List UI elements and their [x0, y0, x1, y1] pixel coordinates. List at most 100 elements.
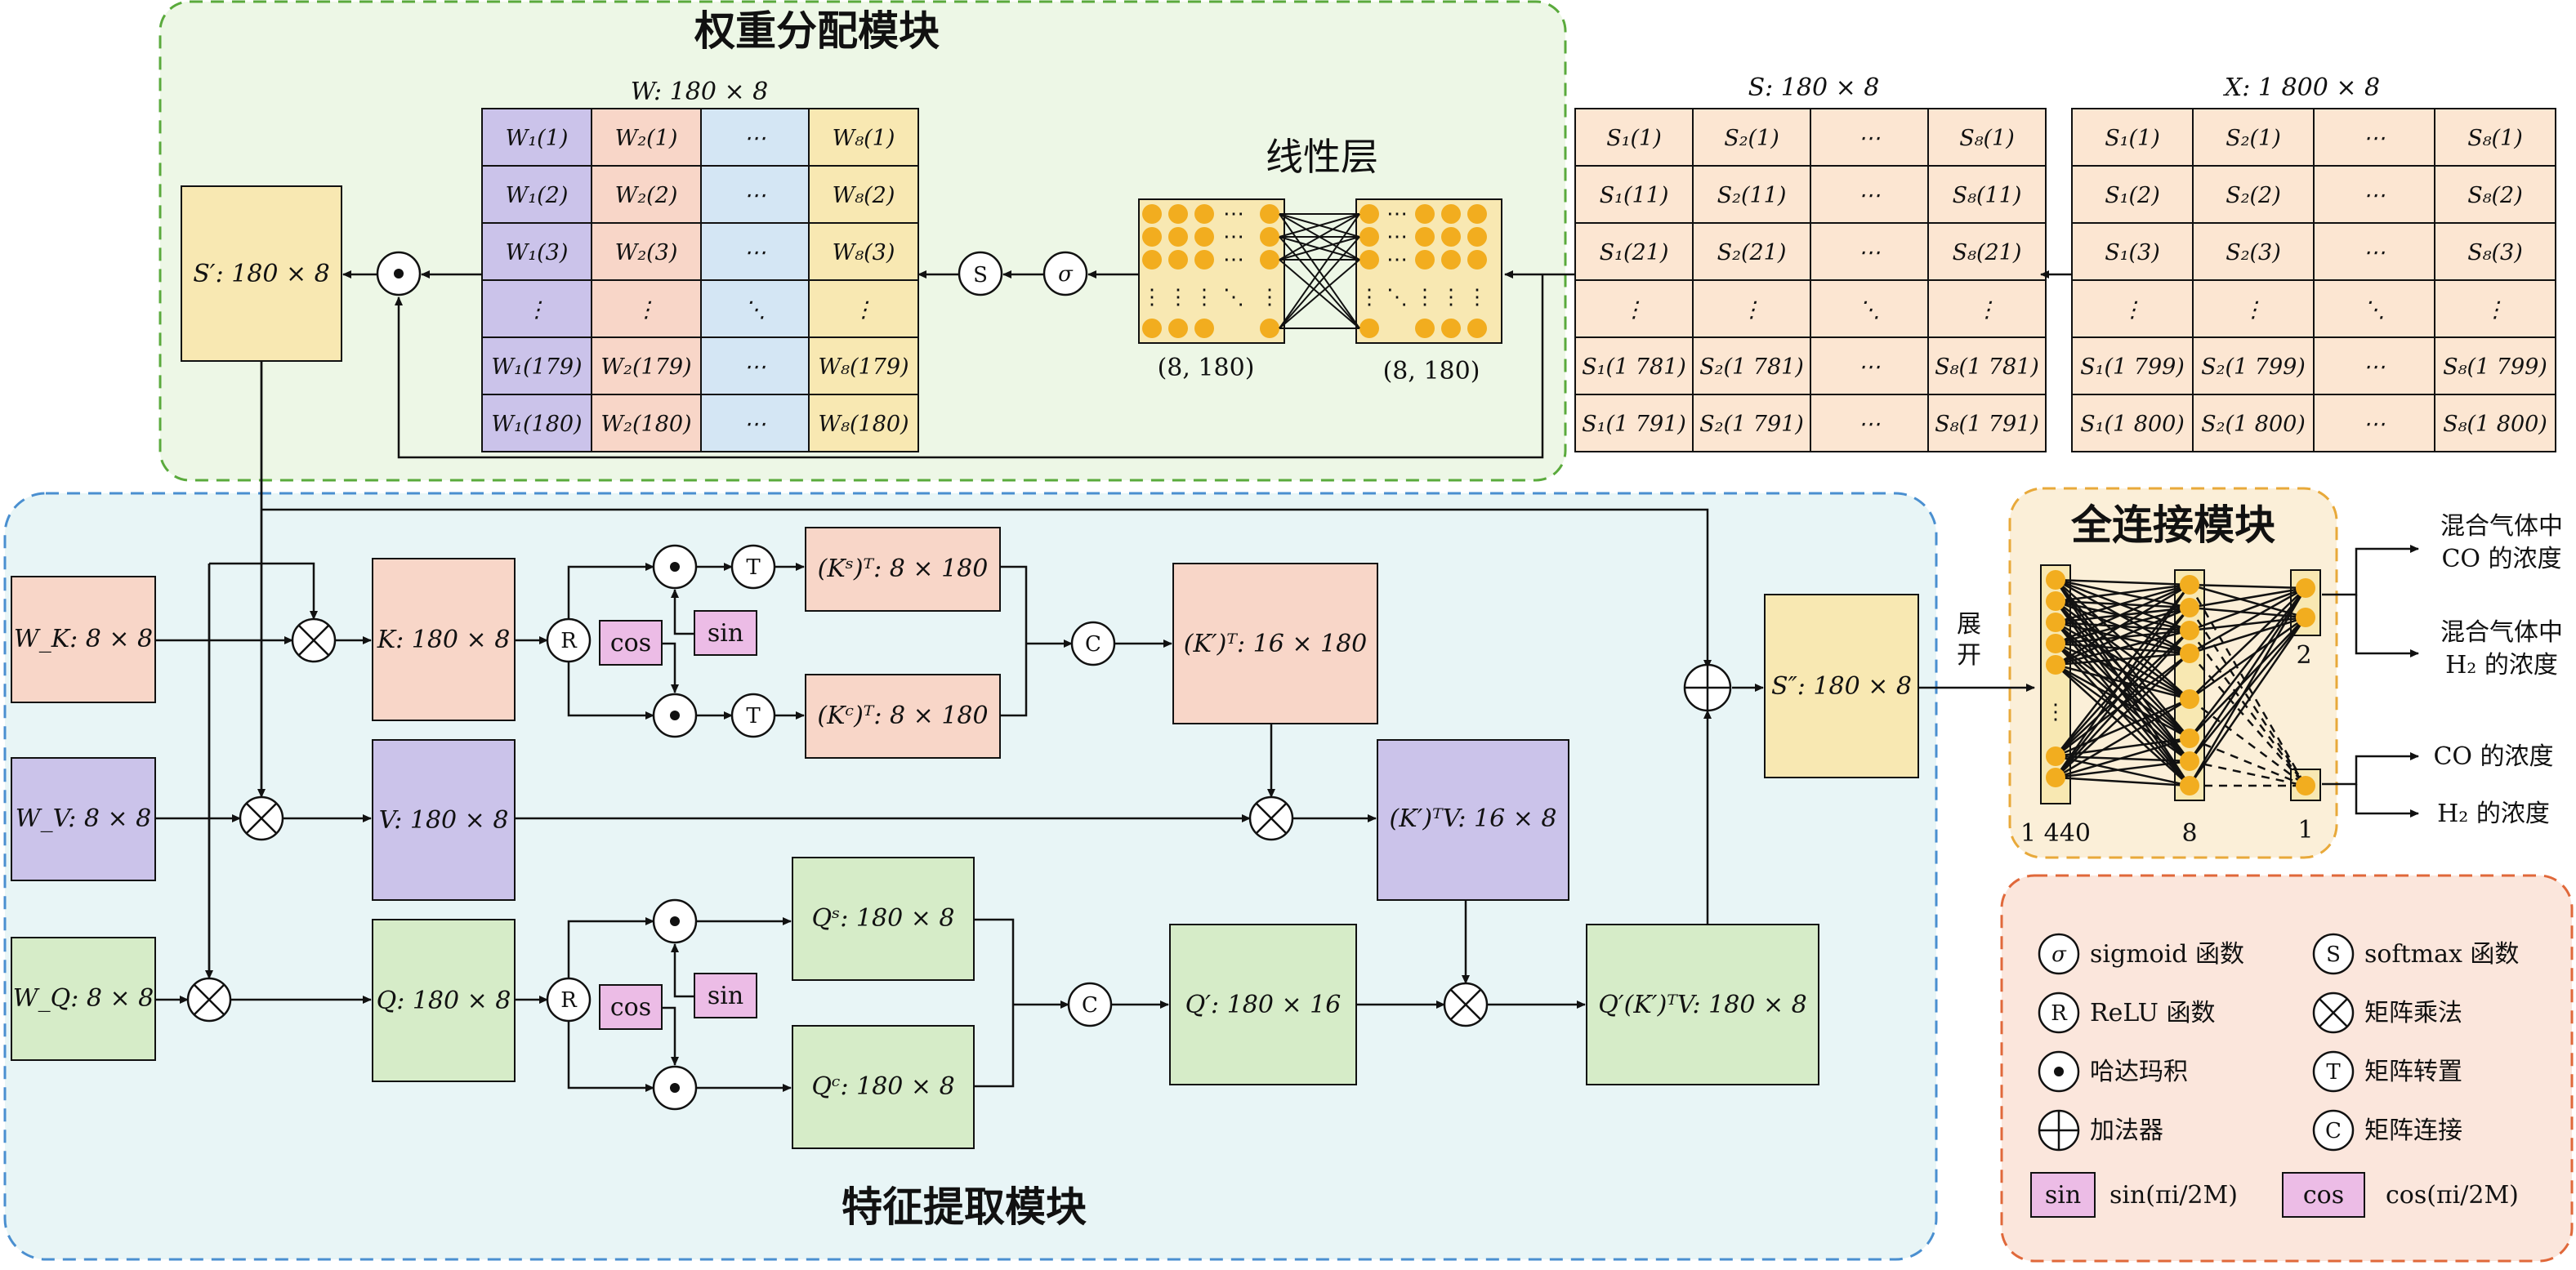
x-table-cell-bg [2434, 279, 2556, 338]
fc-connection [2189, 586, 2306, 655]
legend-relu-text: ReLU 函数 [2090, 999, 2215, 1027]
kprime-label: (K′)ᵀ: 16 × 180 [1184, 630, 1368, 658]
w-table-cell-bg [481, 165, 592, 224]
fc-connection [2055, 583, 2190, 624]
w-table-cell: W₁(179) [491, 354, 582, 380]
fc-connection [2189, 586, 2306, 632]
hadamard-dot-qs [670, 916, 680, 926]
neuron [1467, 319, 1487, 338]
legend-relu-icon [2038, 991, 2080, 1034]
wq-box [11, 937, 156, 1061]
x-table-cell: ⋮ [2122, 297, 2144, 323]
matmul-cross-v [246, 803, 277, 834]
s-table-cell: ⋮ [1741, 297, 1763, 323]
legend-hadamard-text: 哈达玛积 [2090, 1058, 2188, 1086]
w-table-cell-bg [808, 279, 919, 338]
w-table: W₁(1)W₂(1)⋯W₈(1)W₁(2)W₂(2)⋯W₈(2)W₁(3)W₂(… [481, 108, 919, 452]
relu-op-k [546, 617, 592, 663]
s-table-cell-bg [1927, 336, 2047, 395]
s-dprime-box [1764, 594, 1919, 778]
s-dprime-label: S″: 180 × 8 [1771, 672, 1912, 701]
neuron [1441, 204, 1461, 224]
s-table-cell: S₂(21) [1717, 240, 1787, 265]
w-table-cell: ⋯ [744, 183, 766, 208]
w-table-cell: W₁(3) [506, 240, 569, 265]
fc-connection [2054, 584, 2191, 778]
x-table-cell: ⋯ [2364, 412, 2386, 437]
fc-neuron [2046, 591, 2065, 611]
fc-connection-dashed [2189, 737, 2306, 787]
legend-hadamard-dot [2054, 1067, 2064, 1076]
fc-neuron [2046, 634, 2065, 653]
x-table-cell: S₈(1 799) [2443, 354, 2547, 380]
transpose-op-ks [730, 544, 776, 590]
arrow-out-co [2322, 752, 2419, 786]
x-table-cell-bg [2434, 108, 2556, 167]
fc-connection [2055, 607, 2190, 778]
x-table-cell-bg [2434, 165, 2556, 224]
w-table-cell: ⋯ [744, 240, 766, 265]
w-table-cell-bg [591, 108, 702, 167]
s-table-cell-bg [1574, 108, 1694, 167]
line-qs-to-concat [974, 918, 1015, 1005]
w-table-cell: W₈(3) [833, 240, 895, 265]
linear-connection [1279, 259, 1360, 329]
legend-adder-plus [2039, 1111, 2078, 1150]
fc-connection [2055, 776, 2190, 787]
s-table-cell: S₈(1 791) [1935, 412, 2039, 437]
w-table-cell-bg [481, 222, 592, 281]
neuron [1467, 204, 1487, 224]
legend-transpose-symbol: T [2326, 1060, 2341, 1085]
legend-transpose-text: 矩阵转置 [2364, 1058, 2462, 1086]
s-table-cell-bg [1810, 108, 1929, 167]
w-table-cell: W₁(1) [506, 126, 569, 151]
fc-connection [2055, 583, 2190, 645]
s-table-cell-bg [1692, 279, 1811, 338]
line-sprime-branch [261, 508, 1712, 669]
wq-label: W_Q: 8 × 8 [13, 984, 154, 1013]
fc-output-1b: CO 的浓度 [2441, 545, 2561, 573]
fc-connection-dashed [2188, 584, 2307, 787]
fc-connection [2189, 617, 2306, 739]
ks-box [805, 527, 1001, 612]
w-table-cell: W₂(180) [600, 412, 691, 437]
neuron [1415, 227, 1435, 247]
legend-cos-label: cos [2303, 1181, 2344, 1210]
vellipsis-glyph: ⋮ [1141, 285, 1163, 310]
linear-connection [1279, 213, 1360, 238]
ellipsis-glyph: ⋯ [1223, 225, 1244, 249]
w-table-title: W: 180 × 8 [631, 78, 768, 106]
sin-box-k [694, 610, 757, 656]
legend-concat-text: 矩阵连接 [2364, 1116, 2462, 1145]
fc-neuron [2180, 621, 2199, 640]
s-table-cell-bg [1574, 394, 1694, 452]
q-label: Q: 180 × 8 [377, 987, 511, 1015]
legend-transpose-icon [2312, 1050, 2355, 1093]
fc-connection [2055, 697, 2190, 779]
kc-box [805, 674, 1001, 759]
relu-op-q-label: R [560, 988, 578, 1013]
k-box [372, 558, 516, 721]
vellipsis-glyph: ⋮ [1440, 285, 1462, 310]
arrow-relu-to-qs-had [567, 917, 654, 1000]
x-table-cell: S₂(2) [2226, 183, 2281, 208]
w-table-cell: W₈(179) [818, 354, 909, 380]
x-table-cell: ⋮ [2484, 297, 2507, 323]
legend-sigmoid-icon [2038, 933, 2080, 975]
linear-connection [1279, 213, 1360, 329]
k-label: K: 180 × 8 [377, 626, 511, 654]
legend-concat-icon [2312, 1109, 2355, 1152]
kv-box [1377, 739, 1569, 901]
x-table-cell: S₂(1) [2226, 126, 2281, 151]
fc-connection [2055, 579, 2190, 700]
x-table: S₁(1)S₂(1)⋯S₈(1)S₁(2)S₂(2)⋯S₈(2)S₁(3)S₂(… [2071, 108, 2556, 452]
neuron [1467, 250, 1487, 270]
matmul-cross-k [298, 625, 329, 656]
x-table-cell: ⋯ [2364, 126, 2386, 151]
legend-sigmoid-text: sigmoid 函数 [2090, 940, 2244, 969]
s-table-cell-bg [1692, 394, 1811, 452]
qc-label: Qᶜ: 180 × 8 [811, 1072, 954, 1101]
ellipsis-glyph: ⋯ [1223, 202, 1244, 226]
x-table-cell: S₁(1 800) [2080, 412, 2185, 437]
linear-layer-neurons: ⋯⋯⋯⋯⋯⋯⋮⋮⋮⋮⋮⋮⋮⋮⋱⋱ [1141, 202, 1488, 338]
